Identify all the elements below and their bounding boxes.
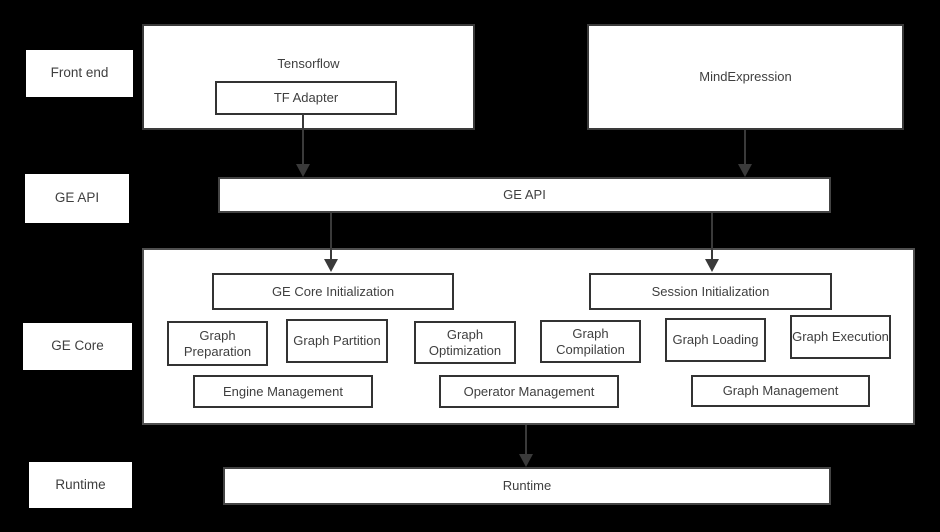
box-graph-execution: Graph Execution	[790, 315, 891, 359]
layer-label-runtime: Runtime	[29, 462, 132, 508]
box-ge-api: GE API	[218, 177, 831, 213]
box-graph-loading: Graph Loading	[665, 318, 766, 362]
arrow-down-icon	[738, 164, 752, 177]
box-graph-optimization: Graph Optimization	[414, 321, 516, 364]
arrow-line	[301, 114, 305, 164]
arrow-ge-core-to-runtime	[519, 425, 533, 467]
arrow-line	[743, 130, 747, 164]
arrow-down-icon	[296, 164, 310, 177]
arrow-line	[524, 425, 528, 454]
box-runtime: Runtime	[223, 467, 831, 505]
arrow-tf-adapter-to-ge-api	[296, 114, 310, 177]
arrow-down-icon	[519, 454, 533, 467]
box-graph-preparation: Graph Preparation	[167, 321, 268, 366]
box-graph-partition: Graph Partition	[286, 319, 388, 363]
layer-label-ge-core: GE Core	[23, 323, 132, 370]
arrow-down-icon	[705, 259, 719, 272]
layer-label-ge-api: GE API	[25, 174, 129, 223]
layer-label-front-end: Front end	[26, 50, 133, 97]
box-operator-management: Operator Management	[439, 375, 619, 408]
arrow-ge-api-to-session-initialization	[705, 213, 719, 272]
box-ge-core-initialization: GE Core Initialization	[212, 273, 454, 310]
arrow-down-icon	[324, 259, 338, 272]
box-session-initialization: Session Initialization	[589, 273, 832, 310]
tensorflow-label: Tensorflow	[277, 56, 340, 71]
arrow-ge-api-to-ge-core-initialization	[324, 213, 338, 272]
box-graph-compilation: Graph Compilation	[540, 320, 641, 363]
arrow-line	[329, 213, 333, 259]
box-tf-adapter: TF Adapter	[215, 81, 397, 115]
box-mind-expression: MindExpression	[587, 24, 904, 130]
box-graph-management: Graph Management	[691, 375, 870, 407]
arrow-mind-expression-to-ge-api	[738, 130, 752, 177]
arrow-line	[710, 213, 714, 259]
box-engine-management: Engine Management	[193, 375, 373, 408]
box-tensorflow: Tensorflow TF Adapter	[142, 24, 475, 130]
